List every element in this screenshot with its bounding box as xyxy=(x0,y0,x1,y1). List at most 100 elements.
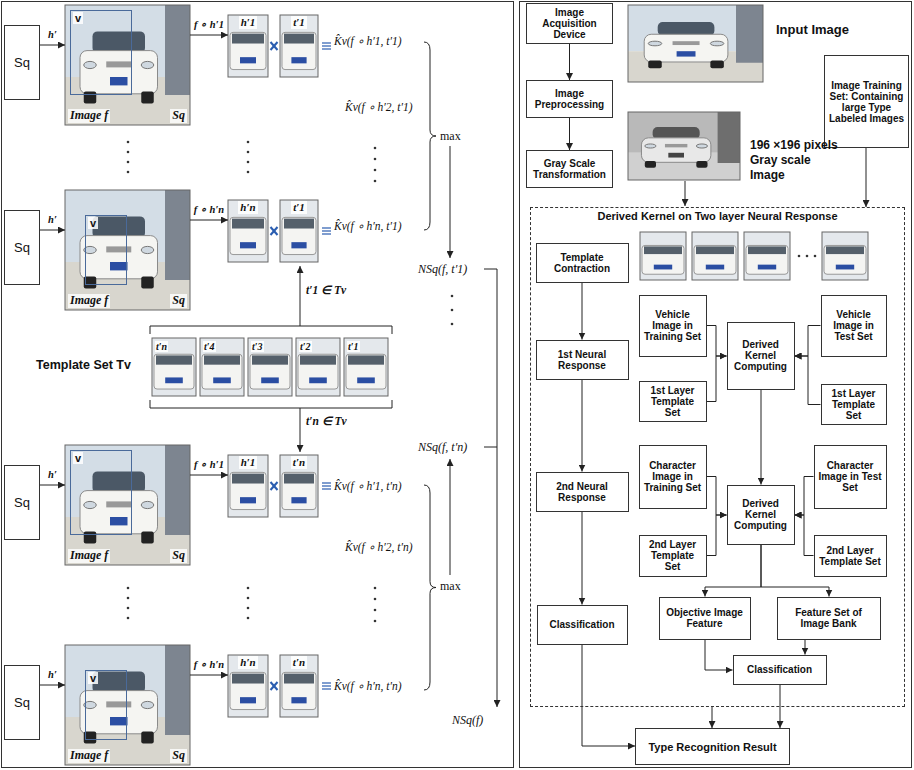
node-text: Sq xyxy=(170,549,187,563)
grille xyxy=(673,41,700,45)
flow-connector xyxy=(582,380,583,472)
vehicle-image: Image fSqv xyxy=(65,5,190,125)
headlight xyxy=(84,61,97,68)
template-image: t′n xyxy=(280,455,318,517)
car-body xyxy=(230,672,266,709)
crop-ground xyxy=(200,338,244,396)
flow-connector xyxy=(705,640,733,671)
car-body xyxy=(644,34,728,62)
flow-arrow xyxy=(497,269,498,707)
equivalence-sign xyxy=(322,688,331,689)
cropped-photo xyxy=(280,455,318,517)
multiply-sign xyxy=(271,682,278,690)
ellipsis-dot xyxy=(127,141,130,144)
flow-connector xyxy=(707,515,727,556)
data-box: Feature Set of Image Bank xyxy=(777,597,881,640)
photo-frame xyxy=(152,338,196,396)
cropped-photo xyxy=(200,338,244,396)
template-image: t′1 xyxy=(280,200,318,262)
node-text: Image Preprocessing xyxy=(530,88,609,110)
license-plate xyxy=(668,153,684,158)
multiply-sign xyxy=(271,42,278,50)
equivalence-sign xyxy=(322,230,331,231)
bracket-line xyxy=(150,400,392,408)
node-text: Sq xyxy=(14,495,30,510)
cropped-photo xyxy=(280,15,318,77)
input-box: Sq xyxy=(4,25,40,100)
crop-ground xyxy=(248,338,292,396)
node-text: 1st Neural Response xyxy=(540,349,625,371)
cropped-photo xyxy=(228,455,268,517)
node-text: Sq xyxy=(170,294,187,308)
car-body xyxy=(746,245,788,274)
bracket-line xyxy=(484,269,497,270)
template-image: t′1 xyxy=(280,15,318,77)
ellipsis-dot xyxy=(806,255,809,258)
ellipsis-dot xyxy=(374,598,377,601)
kernel-formula: K̂v(f ∘ h′1, t′n) xyxy=(334,479,402,493)
multiply-sign xyxy=(271,227,278,235)
photo-frame xyxy=(744,232,790,280)
photo-frame xyxy=(65,645,190,765)
node-text: Sq xyxy=(170,749,187,763)
car-body xyxy=(824,245,866,274)
patch-image: h′1 xyxy=(228,455,268,517)
flow-connector xyxy=(795,515,814,556)
window-box: v xyxy=(70,450,132,535)
headlight xyxy=(141,61,154,68)
license-plate xyxy=(240,497,256,503)
headlight xyxy=(645,144,656,148)
node-text: Derived Kernel Computing xyxy=(731,339,791,372)
photo-frame xyxy=(628,5,763,82)
edge-label: f ∘ h′n xyxy=(193,659,225,671)
ellipsis-dot xyxy=(127,607,130,610)
node-text: Classification xyxy=(549,619,614,630)
input-box: Sq xyxy=(4,465,40,540)
vehicle-photo xyxy=(65,5,190,125)
process-box: Classification xyxy=(537,605,628,645)
car-body xyxy=(80,491,158,534)
license-plate xyxy=(654,265,672,270)
kernel-formula: K̂v(f ∘ h′2, t′1) xyxy=(345,100,413,114)
car-roof xyxy=(658,22,715,36)
node-text: 2nd Layer Template Set xyxy=(818,545,883,567)
ellipsis-dot xyxy=(798,255,801,258)
flow-connector xyxy=(40,45,65,46)
toll-booth xyxy=(718,112,740,163)
node-text: v xyxy=(73,12,83,24)
grille xyxy=(106,701,131,707)
panel-frame xyxy=(2,2,514,768)
kernel-formula: K̂v(f ∘ h′n, t′n) xyxy=(334,679,402,693)
car-window xyxy=(284,219,314,229)
equivalence-sign xyxy=(322,685,331,686)
license-plate xyxy=(261,377,279,383)
window-box: v xyxy=(85,670,127,740)
car-body xyxy=(641,138,710,162)
crop-ground xyxy=(280,655,318,717)
equivalence-sign xyxy=(322,682,331,683)
ellipsis-dot xyxy=(451,323,454,326)
wheel xyxy=(710,60,724,68)
car-body xyxy=(80,236,158,279)
photo-frame xyxy=(65,5,190,125)
vehicle-photo xyxy=(65,190,190,310)
crop-ground xyxy=(344,338,388,396)
ellipsis-dot xyxy=(451,295,454,298)
multiply-sign xyxy=(271,482,278,490)
car-body xyxy=(80,51,158,94)
ellipsis-dot xyxy=(247,607,250,610)
cropped-photo xyxy=(228,200,268,262)
vehicle-photo xyxy=(628,5,763,82)
ellipsis-dot xyxy=(127,171,130,174)
wheel xyxy=(84,531,97,543)
photo-frame xyxy=(228,655,268,717)
headlight xyxy=(648,41,662,46)
curly-brace xyxy=(424,42,436,230)
flow-connector xyxy=(569,44,570,80)
node-text: Character Image in Training Set xyxy=(643,460,703,493)
flow-arrow xyxy=(300,408,301,452)
operator-label: max xyxy=(440,579,461,594)
node-text: Classification xyxy=(747,664,812,675)
license-plate xyxy=(240,57,256,63)
